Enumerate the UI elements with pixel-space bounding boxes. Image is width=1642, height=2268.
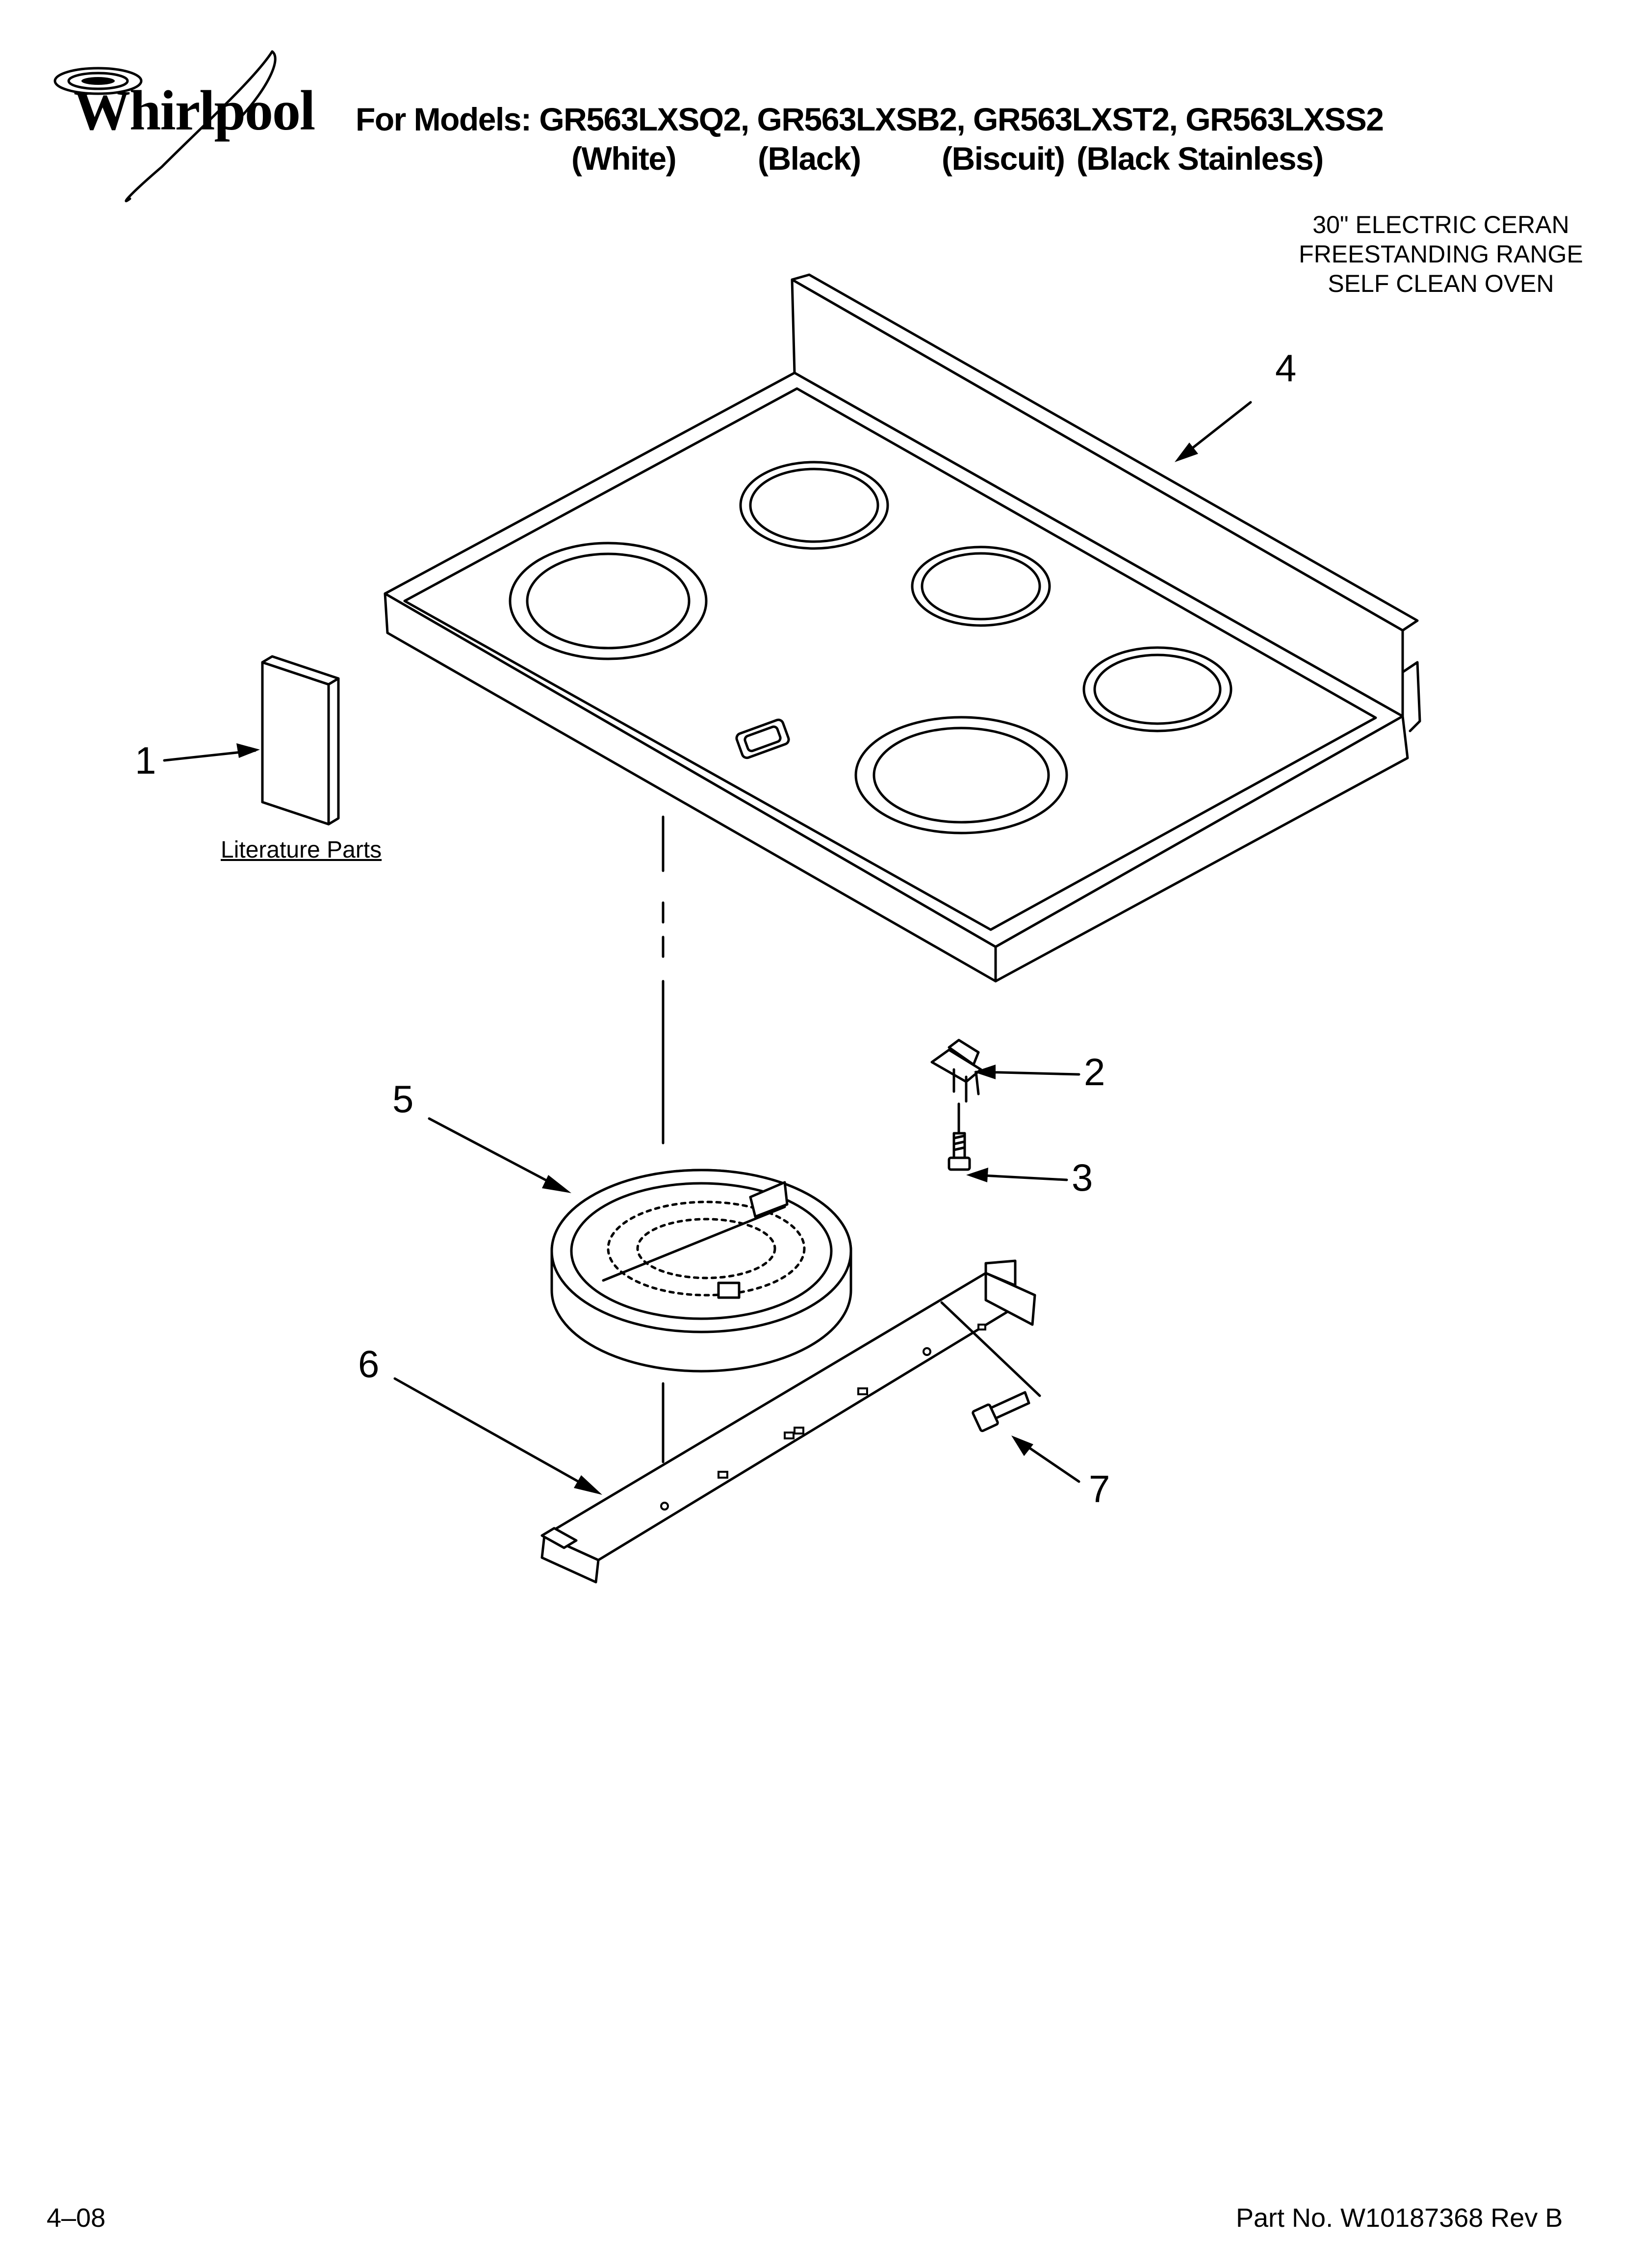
cooktop — [384, 273, 1421, 983]
callout-leaders — [163, 401, 1252, 1495]
callout-3: 3 — [1072, 1156, 1093, 1199]
description-line-1: 30" ELECTRIC CERAN — [1312, 211, 1569, 238]
callout-5: 5 — [392, 1077, 414, 1121]
logo-swoosh — [53, 50, 277, 203]
mounting-bracket — [540, 1259, 1041, 1584]
callout-2: 2 — [1084, 1050, 1105, 1094]
footer-date: 4–08 — [47, 2203, 106, 2233]
models-line: For Models: GR563LXSQ2, GR563LXSB2, GR56… — [356, 101, 1384, 137]
footer-part-number: Part No. W10187368 Rev B — [1236, 2203, 1563, 2233]
description-line-2: FREESTANDING RANGE — [1299, 240, 1583, 268]
callout-7: 7 — [1089, 1467, 1110, 1511]
description-line-3: SELF CLEAN OVEN — [1328, 270, 1554, 297]
screw-part-7 — [972, 1391, 1030, 1433]
callout-1: 1 — [135, 739, 156, 782]
screw-part-3 — [948, 1132, 971, 1171]
color-white: (White) — [571, 140, 677, 177]
callout-6: 6 — [358, 1342, 380, 1385]
heating-element — [550, 1169, 852, 1373]
color-black: (Black) — [758, 140, 861, 177]
literature-booklet — [261, 655, 340, 826]
literature-parts-label: Literature Parts — [221, 837, 382, 863]
clip-part — [930, 1039, 982, 1103]
callout-4: 4 — [1275, 346, 1297, 390]
color-black-stainless: (Black Stainless) — [1077, 140, 1324, 177]
product-description: 30" ELECTRIC CERAN FREESTANDING RANGE SE… — [1269, 210, 1613, 298]
brand-logo: Whirlpool — [74, 79, 315, 142]
color-biscuit: (Biscuit) — [942, 140, 1065, 177]
